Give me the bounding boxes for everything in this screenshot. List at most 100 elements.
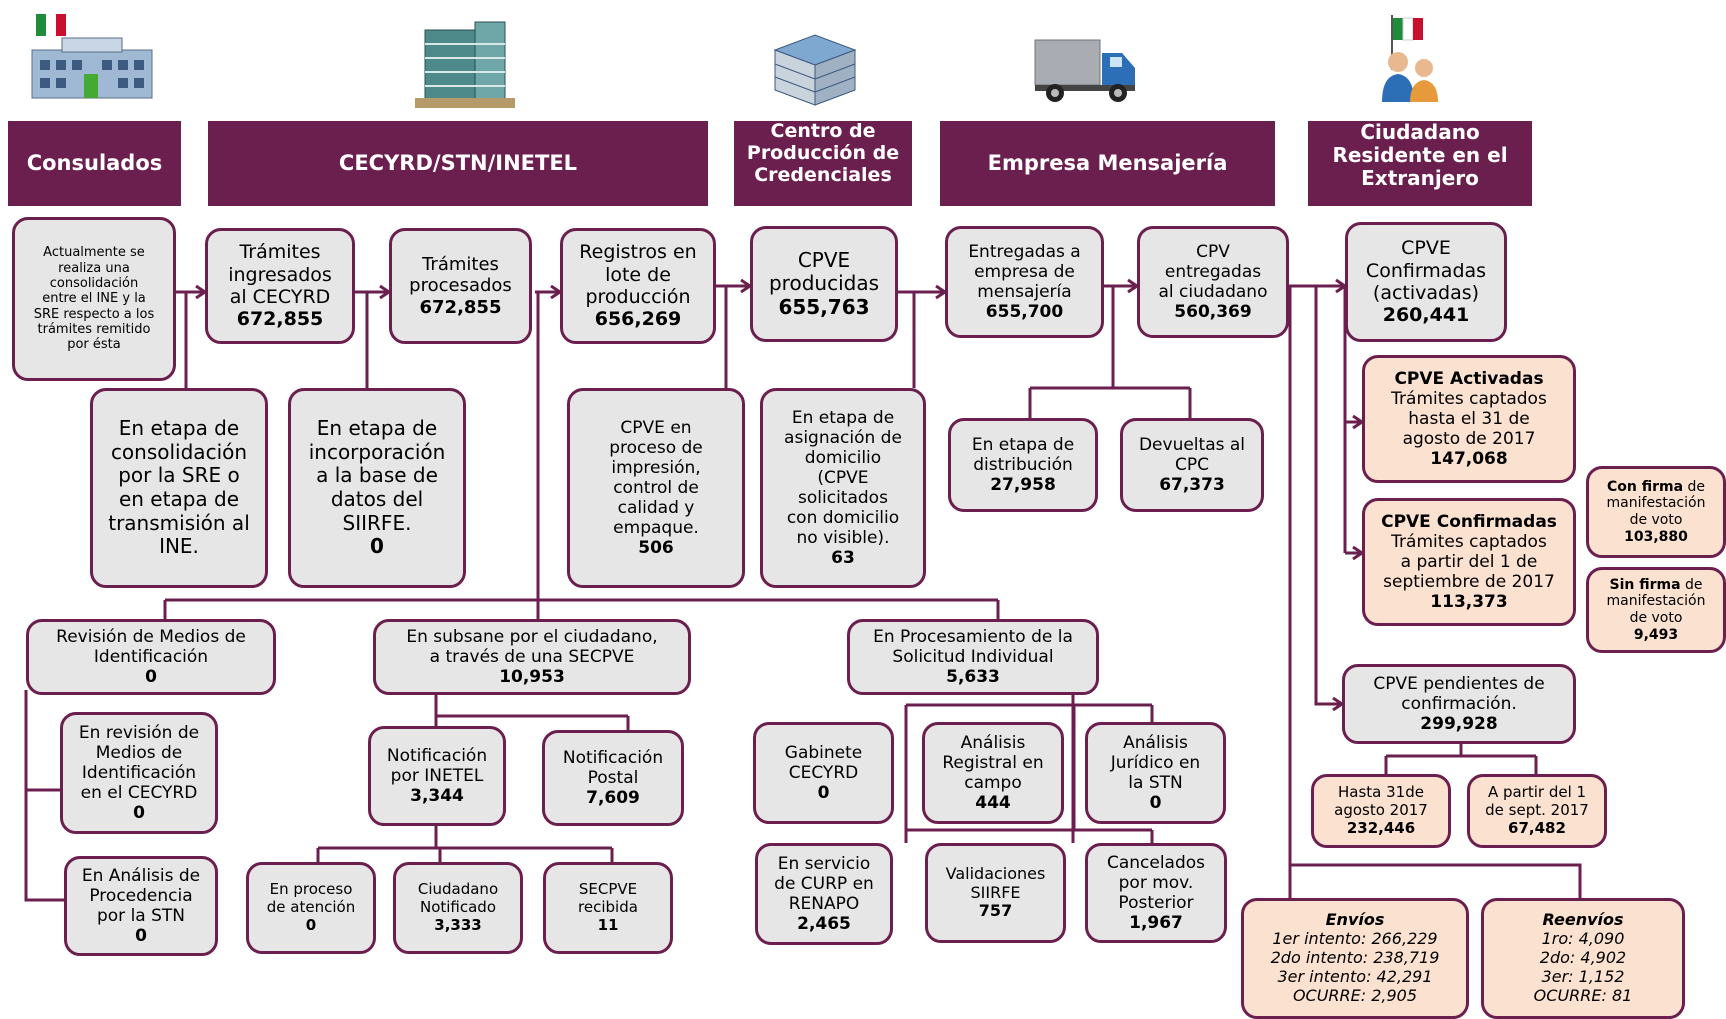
- box-label: Hasta 31de agosto 2017: [1334, 783, 1428, 820]
- box-servicio-curp: En servicio de CURP en RENAPO 2,465: [755, 843, 893, 945]
- box-label: Cancelados por mov. Posterior: [1106, 852, 1206, 913]
- box-value: 27,958: [990, 475, 1056, 496]
- box-proceso-atencion: En proceso de atención 0: [246, 862, 376, 954]
- box-entregadas-mensajeria: Entregadas a empresa de mensajería 655,7…: [945, 226, 1104, 338]
- box-title: Reenvíos: [1542, 910, 1624, 930]
- box-value: 506: [638, 538, 674, 559]
- box-label: Registros en lote de producción: [579, 241, 697, 308]
- box-title: Sin firma: [1609, 576, 1681, 593]
- box-label: En subsane por el ciudadano, a través de…: [406, 626, 658, 667]
- box-label: En servicio de CURP en RENAPO: [774, 853, 874, 914]
- box-value: 0: [1149, 793, 1162, 814]
- box-value: 655,763: [778, 294, 870, 319]
- header-centro-produccion: Centro de Producción de Credenciales: [734, 120, 912, 206]
- box-label: Devueltas al CPC: [1138, 434, 1246, 475]
- box-sin-firma: Sin firma de manifestación de voto 9,493: [1586, 567, 1726, 653]
- box-label: Gabinete CECYRD: [784, 742, 863, 783]
- box-gabinete-cecyrd: Gabinete CECYRD 0: [753, 722, 894, 824]
- box-consolidacion-nota: Actualmente se realiza una consolidación…: [12, 217, 176, 381]
- box-analisis-stn: En Análisis de Procedencia por la STN 0: [64, 856, 218, 956]
- box-label: Sin firma de manifestación de voto: [1607, 577, 1706, 627]
- box-value: 232,446: [1346, 818, 1416, 837]
- box-label: Análisis Jurídico en la STN: [1110, 732, 1201, 793]
- box-value: 757: [978, 901, 1013, 921]
- envios-line: 1er intento: 266,229: [1272, 929, 1438, 949]
- box-value: 0: [817, 783, 830, 804]
- box-value: 0: [145, 667, 157, 688]
- box-value: 67,482: [1508, 818, 1566, 837]
- box-value: 0: [370, 534, 384, 559]
- reenvios-line: 1ro: 4,090: [1541, 929, 1625, 949]
- box-etapa-distribucion: En etapa de distribución 27,958: [948, 418, 1098, 512]
- box-value: 7,609: [586, 788, 640, 809]
- box-label: Entregadas a empresa de mensajería: [968, 241, 1081, 302]
- box-tramites-procesados: Trámites procesados 672,855: [389, 228, 532, 344]
- box-label: En etapa de consolidación por la SRE o e…: [108, 416, 250, 559]
- box-label: En etapa de incorporación a la base de d…: [308, 416, 446, 535]
- header-empresa-mensajeria: Empresa Mensajería: [940, 121, 1275, 206]
- box-label: Validaciones SIIRFE: [945, 863, 1046, 902]
- reenvios-line: 3er: 1,152: [1541, 966, 1625, 986]
- box-cpve-producidas: CPVE producidas 655,763: [750, 226, 898, 342]
- header-cecyrd: CECYRD/STN/INETEL: [208, 121, 708, 206]
- box-validaciones-siirfe: Validaciones SIIRFE 757: [925, 843, 1066, 943]
- box-value: 444: [975, 793, 1011, 814]
- box-reenvios: Reenvíos 1ro: 4,090 2do: 4,902 3er: 1,15…: [1481, 898, 1685, 1019]
- delivery-truck-icon: [1030, 35, 1140, 105]
- box-secpve-recibida: SECPVE recibida 11: [543, 862, 673, 954]
- box-value: 0: [305, 915, 317, 934]
- production-building-icon: [765, 30, 865, 110]
- box-cancelados: Cancelados por mov. Posterior 1,967: [1085, 843, 1227, 943]
- box-value: 103,880: [1624, 528, 1688, 545]
- envios-line: OCURRE: 2,905: [1292, 985, 1418, 1005]
- envios-line: 2do intento: 238,719: [1270, 948, 1440, 968]
- box-value: 672,855: [419, 296, 502, 318]
- box-value: 63: [831, 548, 855, 569]
- box-value: 2,465: [797, 914, 851, 935]
- box-value: 1,967: [1129, 913, 1183, 934]
- box-label: En Procesamiento de la Solicitud Individ…: [873, 626, 1073, 667]
- box-label: Actualmente se realiza una consolidación…: [33, 245, 155, 353]
- box-etapa-incorporacion: En etapa de incorporación a la base de d…: [288, 388, 466, 588]
- reenvios-line: OCURRE: 81: [1533, 985, 1633, 1005]
- box-title: CPVE Activadas: [1394, 368, 1544, 389]
- consulate-building-icon: [22, 10, 162, 105]
- box-value: 5,633: [946, 667, 1000, 688]
- box-label: Trámites ingresados al CECYRD: [228, 241, 332, 308]
- box-title: CPVE Confirmadas: [1381, 511, 1557, 532]
- box-cpve-confirmadas-sept: CPVE Confirmadas Trámites captados a par…: [1362, 498, 1576, 626]
- box-notificacion-inetel: Notificación por INETEL 3,344: [368, 726, 506, 826]
- box-value: 67,373: [1159, 475, 1225, 496]
- box-value: 113,373: [1430, 592, 1508, 613]
- box-rest: de manifestación de voto: [1606, 478, 1706, 528]
- box-devueltas-cpc: Devueltas al CPC 67,373: [1120, 418, 1264, 512]
- box-title: Envíos: [1325, 910, 1385, 930]
- box-value: 3,344: [410, 786, 464, 807]
- box-label: Notificación por INETEL: [386, 745, 488, 786]
- box-label: En proceso de atención: [266, 880, 356, 917]
- box-value: 672,855: [236, 308, 324, 331]
- box-label: Trámites procesados: [409, 254, 512, 297]
- header-consulados: Consulados: [8, 121, 181, 206]
- box-value: 656,269: [594, 308, 682, 331]
- box-label: Trámites captados a partir del 1 de sept…: [1383, 531, 1555, 593]
- box-analisis-registral: Análisis Registral en campo 444: [922, 722, 1064, 824]
- box-procesamiento-solicitud: En Procesamiento de la Solicitud Individ…: [847, 619, 1099, 695]
- box-etapa-consolidacion: En etapa de consolidación por la SRE o e…: [90, 388, 268, 588]
- box-label: CPVE pendientes de confirmación.: [1373, 673, 1545, 714]
- box-rest: de manifestación de voto: [1606, 576, 1706, 626]
- box-notificacion-postal: Notificación Postal 7,609: [542, 730, 684, 826]
- box-subsane: En subsane por el ciudadano, a través de…: [373, 619, 691, 695]
- box-label: Trámites captados hasta el 31 de agosto …: [1391, 388, 1547, 450]
- box-value: 655,700: [985, 302, 1064, 323]
- box-label: SECPVE recibida: [578, 880, 638, 917]
- box-label: CPVE Confirmadas (activadas): [1365, 237, 1487, 304]
- box-label: CPVE producidas: [768, 247, 879, 296]
- box-value: 9,493: [1633, 626, 1679, 643]
- box-label: En revisión de Medios de Identificación …: [78, 722, 200, 804]
- box-registros-lote: Registros en lote de producción 656,269: [560, 228, 716, 344]
- box-value: 299,928: [1420, 714, 1498, 735]
- box-proceso-impresion: CPVE en proceso de impresión, control de…: [567, 388, 745, 588]
- box-cpve-activadas: CPVE Activadas Trámites captados hasta e…: [1362, 355, 1576, 483]
